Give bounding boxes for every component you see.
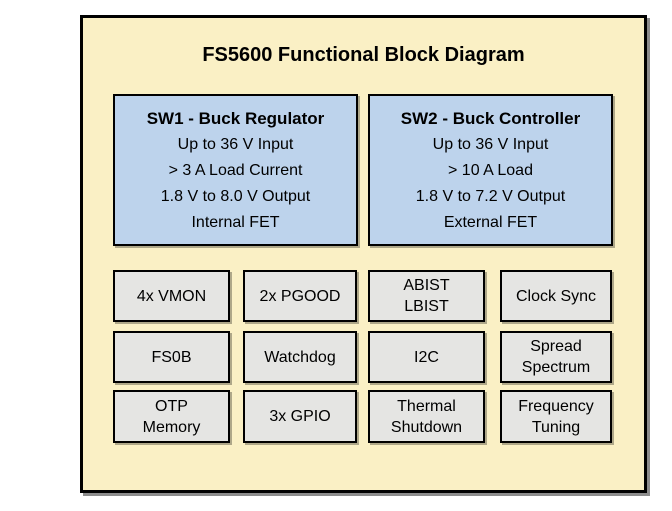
function-box-abist-lbist: ABIST LBIST xyxy=(368,270,485,322)
function-box-thermal-shutdown: Thermal Shutdown xyxy=(368,390,485,443)
function-box-clock-sync: Clock Sync xyxy=(500,270,612,322)
sw2-box-title: SW2 - Buck Controller xyxy=(400,108,581,128)
diagram-panel: FS5600 Functional Block Diagram SW1 - Bu… xyxy=(80,15,647,493)
sw2-buck-controller-box: SW2 - Buck Controller Up to 36 V Input >… xyxy=(368,94,613,246)
function-box-spread-spectrum: Spread Spectrum xyxy=(500,331,612,383)
sw1-box-title: SW1 - Buck Regulator xyxy=(146,108,325,128)
function-box-vmon: 4x VMON xyxy=(113,270,230,322)
function-box-frequency-tuning: Frequency Tuning xyxy=(500,390,612,443)
diagram-title: FS5600 Functional Block Diagram xyxy=(202,44,525,66)
sw1-buck-regulator-box: SW1 - Buck Regulator Up to 36 V Input > … xyxy=(113,94,358,246)
sw2-box-details: Up to 36 V Input > 10 A Load 1.8 V to 7.… xyxy=(415,135,566,231)
function-box-otp-memory: OTP Memory xyxy=(113,390,230,443)
function-box-fs0b: FS0B xyxy=(113,331,230,383)
function-box-gpio: 3x GPIO xyxy=(243,390,357,443)
function-box-watchdog: Watchdog xyxy=(243,331,357,383)
function-box-i2c: I2C xyxy=(368,331,485,383)
sw1-box-details: Up to 36 V Input > 3 A Load Current 1.8 … xyxy=(160,135,311,231)
function-box-pgood: 2x PGOOD xyxy=(243,270,357,322)
